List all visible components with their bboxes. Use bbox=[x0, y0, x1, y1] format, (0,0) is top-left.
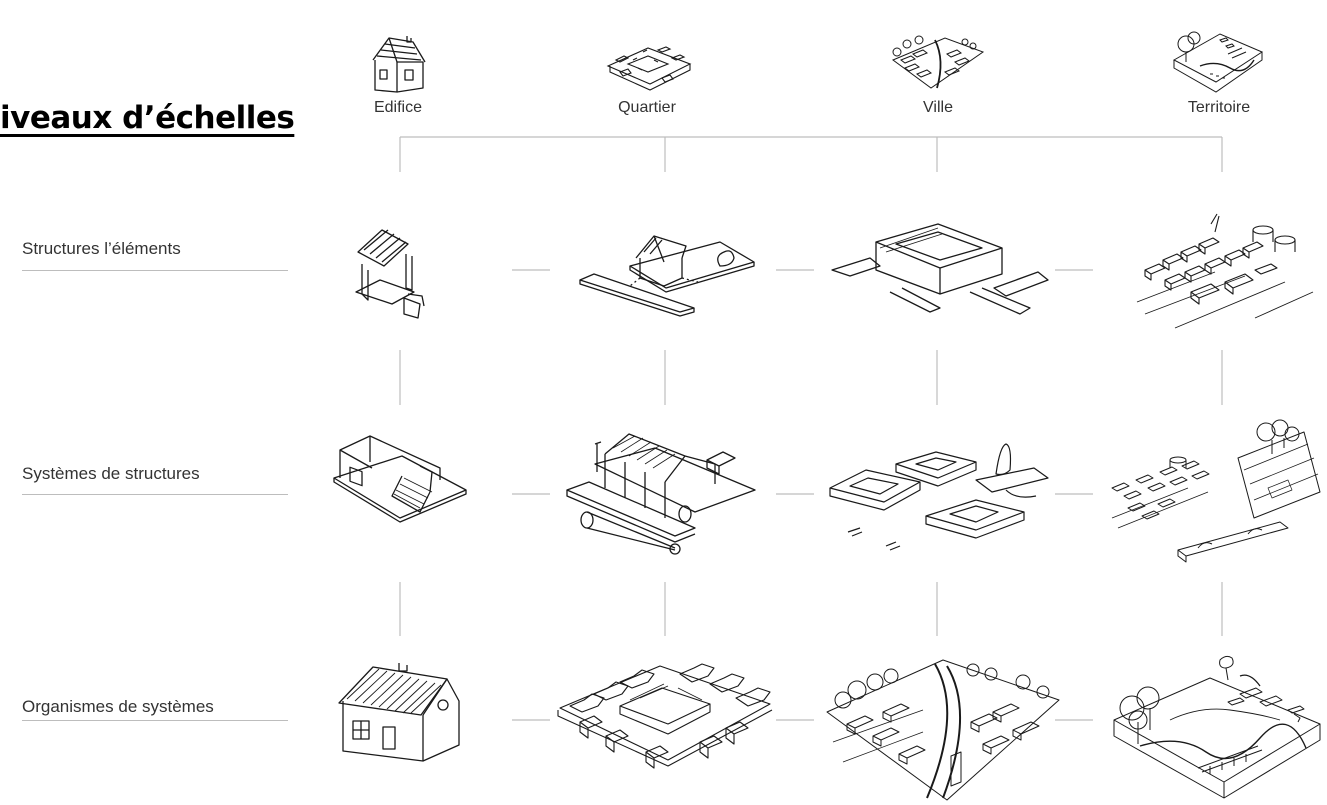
house-icon bbox=[367, 30, 433, 94]
quartier-elements-sketch bbox=[570, 222, 760, 317]
city-icon bbox=[885, 30, 985, 95]
row-divider bbox=[22, 720, 288, 721]
column-label-territoire: Territoire bbox=[1188, 99, 1250, 117]
row-label-systemes: Systèmes de structures bbox=[22, 464, 200, 484]
ville-systemes-sketch bbox=[826, 440, 1056, 552]
column-label-quartier: Quartier bbox=[618, 99, 676, 117]
block-icon bbox=[598, 38, 698, 93]
ville-organismes-sketch bbox=[823, 652, 1063, 802]
column-label-ville: Ville bbox=[923, 99, 953, 117]
ville-elements-sketch bbox=[830, 218, 1050, 318]
edifice-elements-sketch bbox=[348, 222, 448, 322]
quartier-systemes-sketch bbox=[565, 424, 765, 554]
edifice-systemes-sketch bbox=[330, 432, 470, 527]
row-label-structures: Structures l’éléments bbox=[22, 239, 181, 259]
territoire-systemes-sketch bbox=[1108, 418, 1323, 573]
quartier-organismes-sketch bbox=[550, 648, 780, 778]
territory-icon bbox=[1170, 20, 1265, 95]
column-label-edifice: Edifice bbox=[374, 99, 422, 117]
row-divider bbox=[22, 270, 288, 271]
territoire-elements-sketch bbox=[1135, 210, 1315, 335]
edifice-organismes-sketch bbox=[335, 657, 465, 767]
territoire-organismes-sketch bbox=[1110, 650, 1325, 800]
row-divider bbox=[22, 494, 288, 495]
row-label-organismes: Organismes de systèmes bbox=[22, 697, 214, 717]
